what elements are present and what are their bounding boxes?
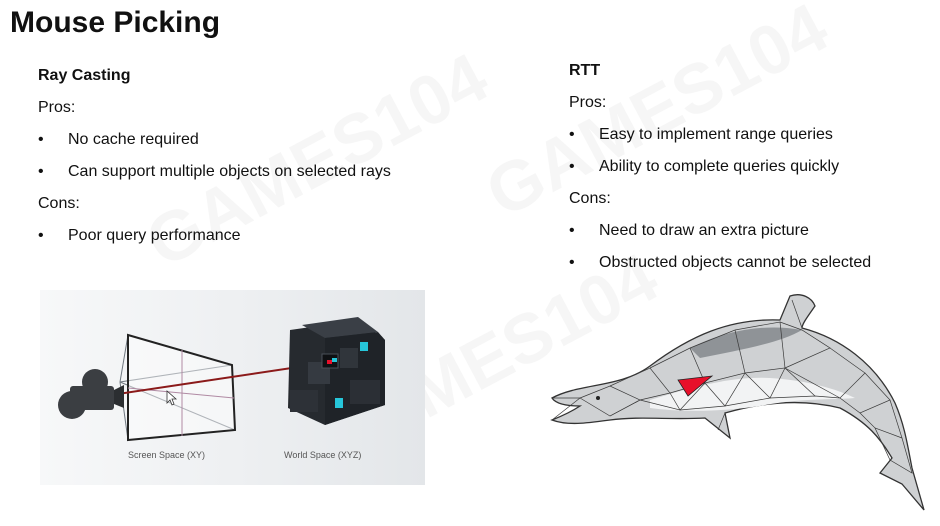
rtt-section: RTT Pros: Easy to implement range querie…	[569, 62, 929, 272]
list-item: Obstructed objects cannot be selected	[569, 254, 929, 272]
slide-title: Mouse Picking	[10, 6, 221, 39]
list-item: Can support multiple objects on selected…	[38, 163, 478, 181]
camera-icon	[58, 369, 124, 419]
ray-casting-section: Ray Casting Pros: No cache required Can …	[38, 67, 478, 245]
cons-label: Cons:	[569, 190, 611, 207]
rtt-heading: RTT	[569, 62, 601, 79]
world-space-caption: World Space (XYZ)	[284, 450, 362, 460]
rtt-dolphin-figure	[540, 288, 935, 513]
pros-list: Easy to implement range queries Ability …	[569, 126, 929, 176]
list-item: Easy to implement range queries	[569, 126, 929, 144]
cons-label: Cons:	[38, 195, 80, 212]
cons-list: Poor query performance	[38, 227, 478, 245]
cons-list: Need to draw an extra picture Obstructed…	[569, 222, 929, 272]
list-item: No cache required	[38, 131, 478, 149]
list-item: Poor query performance	[38, 227, 478, 245]
pros-label: Pros:	[38, 99, 76, 116]
list-item: Need to draw an extra picture	[569, 222, 929, 240]
screen-space-caption: Screen Space (XY)	[128, 450, 206, 460]
ray-casting-figure: Screen Space (XY) World Space (XYZ)	[40, 290, 425, 485]
ray-casting-heading: Ray Casting	[38, 67, 131, 84]
dolphin-mesh-illustration	[550, 294, 925, 511]
selected-triangle	[677, 375, 714, 397]
list-item: Ability to complete queries quickly	[569, 158, 929, 176]
world-cube-icon	[288, 317, 385, 425]
pros-label: Pros:	[569, 94, 607, 111]
ray-casting-illustration	[58, 317, 385, 442]
pros-list: No cache required Can support multiple o…	[38, 131, 478, 181]
cursor-icon	[166, 390, 178, 406]
